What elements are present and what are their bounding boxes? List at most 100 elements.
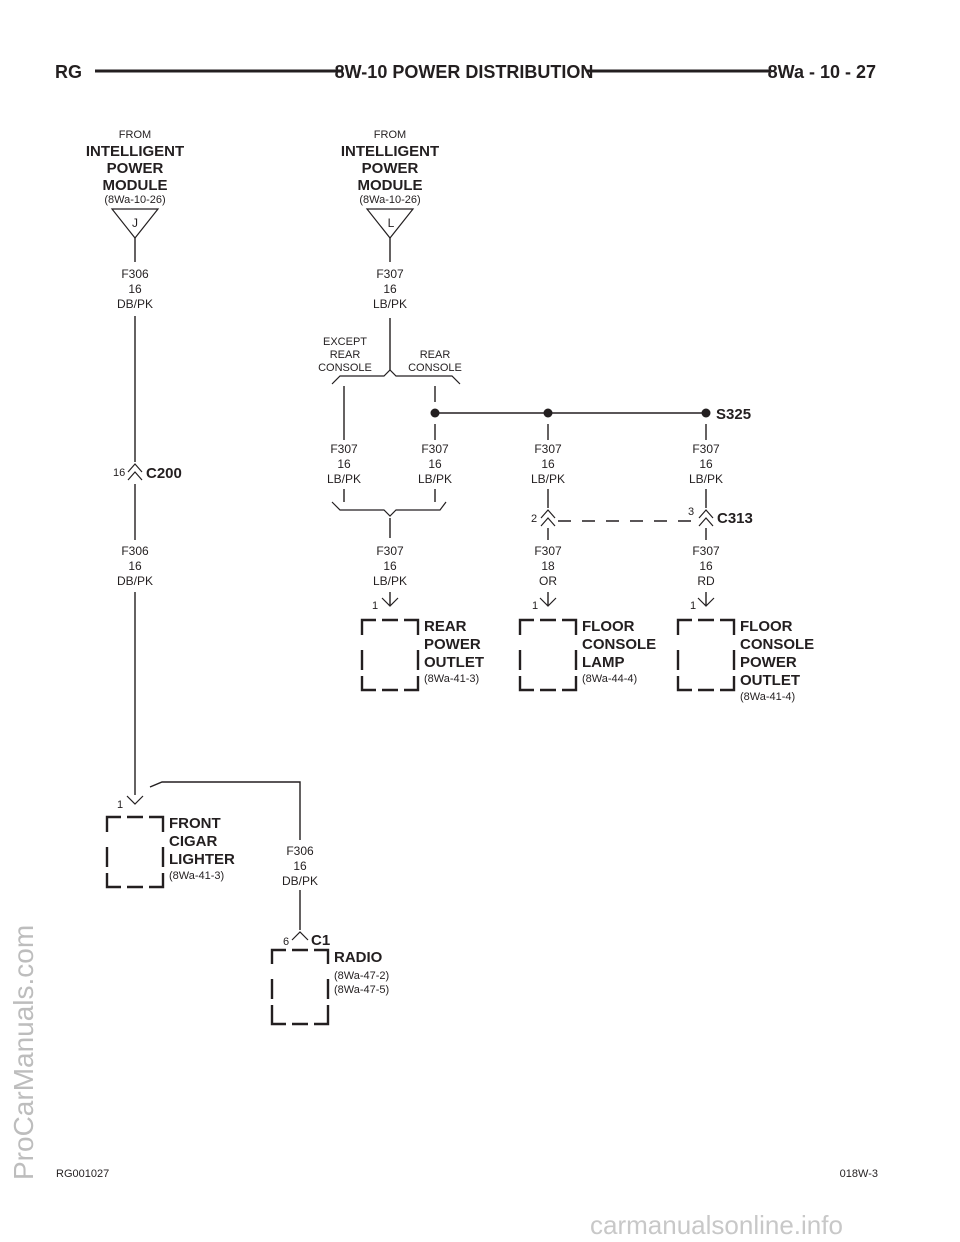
connector-chevron-icon [540,509,556,519]
wire-gauge: 16 [383,282,397,296]
footer-left: RG001027 [56,1168,109,1180]
component-pin: 1 [372,600,378,612]
component-name-line: LIGHTER [169,851,235,868]
wire-color: LB/PK [373,574,407,588]
component-pin: 1 [117,799,123,811]
component-ref: (8Wa-47-5) [334,984,389,996]
wire-label: F306 16 DB/PK [117,544,153,588]
connector-chevron-icon [127,463,143,473]
component-name-line: REAR [424,618,467,635]
wire-gauge: 16 [699,559,713,573]
page-footer: RG001027 018W-3 [56,1168,878,1180]
wires [134,238,707,930]
watermark-side: ProCarManuals.com [8,924,39,1180]
component-outline [360,618,420,692]
wire-segment [149,781,301,840]
wire-color: DB/PK [117,574,153,588]
wire-color: LB/PK [373,297,407,311]
component-ref: (8Wa-41-4) [740,691,795,703]
wire-color: DB/PK [117,297,153,311]
wire-gauge: 16 [128,282,142,296]
source-name-line: INTELLIGENT [341,143,439,160]
connector-chevron-icon [540,517,556,527]
component-name-line: POWER [740,654,797,671]
wire-color: DB/PK [282,874,318,888]
wire-label: F307 18 OR [534,544,562,588]
wire-labels: F306 16 DB/PK F307 16 LB/PK F307 16 LB/P… [117,267,723,888]
connector-name: C200 [146,465,182,482]
splice-dot [430,408,440,418]
wire-color: OR [539,574,557,588]
component-outline [270,948,330,1026]
source-pin: J [132,216,138,230]
connector-pin: 16 [113,467,125,479]
connector-c200: 16 C200 [113,463,182,482]
option-except-rear-console: CONSOLE [318,362,372,374]
component-name-line: LAMP [582,654,625,671]
wire-gauge: 16 [293,859,307,873]
wire-circuit: F307 [692,544,720,558]
pin-chevron-icon [126,795,144,805]
source-from-label: FROM [374,129,406,141]
wire-gauge: 16 [337,457,351,471]
wire-circuit: F307 [376,544,404,558]
option-except-rear-console: EXCEPT [323,336,367,348]
footer-right: 018W-3 [840,1168,878,1180]
connector-chevron-icon [698,509,714,519]
option-bracket [331,369,461,385]
connector-pin: 6 [283,936,289,948]
source-ipm-j: FROM INTELLIGENT POWER MODULE (8Wa-10-26… [86,129,184,239]
component-floor-console-power-outlet: 1 FLOOR CONSOLE POWER OUTLET (8Wa-41-4) [676,597,814,703]
wire-gauge: 16 [128,559,142,573]
component-pin: 1 [690,600,696,612]
wire-label: F307 16 LB/PK [373,267,407,311]
source-ipm-l: FROM INTELLIGENT POWER MODULE (8Wa-10-26… [341,129,439,239]
component-ref: (8Wa-47-2) [334,970,389,982]
wire-color: LB/PK [327,472,361,486]
source-name-line: INTELLIGENT [86,143,184,160]
wire-circuit: F306 [121,544,149,558]
header-right: 8Wa - 10 - 27 [768,62,876,82]
watermark-bottom: carmanualsonline.info [590,1210,843,1240]
source-triangle-icon [365,208,415,239]
component-name-line: POWER [424,636,481,653]
connector-chevron-icon [291,931,309,941]
wire-gauge: 16 [383,559,397,573]
wire-label: F306 16 DB/PK [282,844,318,888]
component-ref: (8Wa-41-3) [424,673,479,685]
component-name-line: RADIO [334,949,383,966]
connector-pin: 2 [531,513,537,525]
component-name-line: OUTLET [740,672,800,689]
option-except-rear-console: REAR [330,349,361,361]
option-labels: EXCEPT REAR CONSOLE REAR CONSOLE [318,336,462,374]
wire-circuit: F307 [534,544,562,558]
component-name-line: CONSOLE [582,636,656,653]
page-title: 8W-10 POWER DISTRIBUTION [335,62,594,82]
header-left: RG [55,62,82,82]
pin-chevron-icon [539,597,557,607]
wire-label: F307 16 LB/PK [689,442,723,486]
wire-circuit: F307 [692,442,720,456]
component-ref: (8Wa-41-3) [169,870,224,882]
connector-chevron-icon [127,471,143,481]
wire-circuit: F307 [376,267,404,281]
wire-label: F307 16 LB/PK [418,442,452,486]
wire-color: RD [697,574,715,588]
wire-gauge: 16 [428,457,442,471]
component-name-line: OUTLET [424,654,484,671]
source-name-line: MODULE [103,177,168,194]
component-name-line: CONSOLE [740,636,814,653]
option-bracket [331,501,447,517]
wire-label: F306 16 DB/PK [117,267,153,311]
component-name-line: FLOOR [740,618,793,635]
option-rear-console: REAR [420,349,451,361]
wire-circuit: F306 [286,844,314,858]
component-radio: 6 C1 RADIO (8Wa-47-2) (8Wa-47-5) [270,931,389,1026]
source-ref: (8Wa-10-26) [359,194,420,206]
connector-pin: 3 [688,506,694,518]
wire-circuit: F307 [534,442,562,456]
component-name-line: FLOOR [582,618,635,635]
component-ref: (8Wa-44-4) [582,673,637,685]
splice-dot [701,408,711,418]
